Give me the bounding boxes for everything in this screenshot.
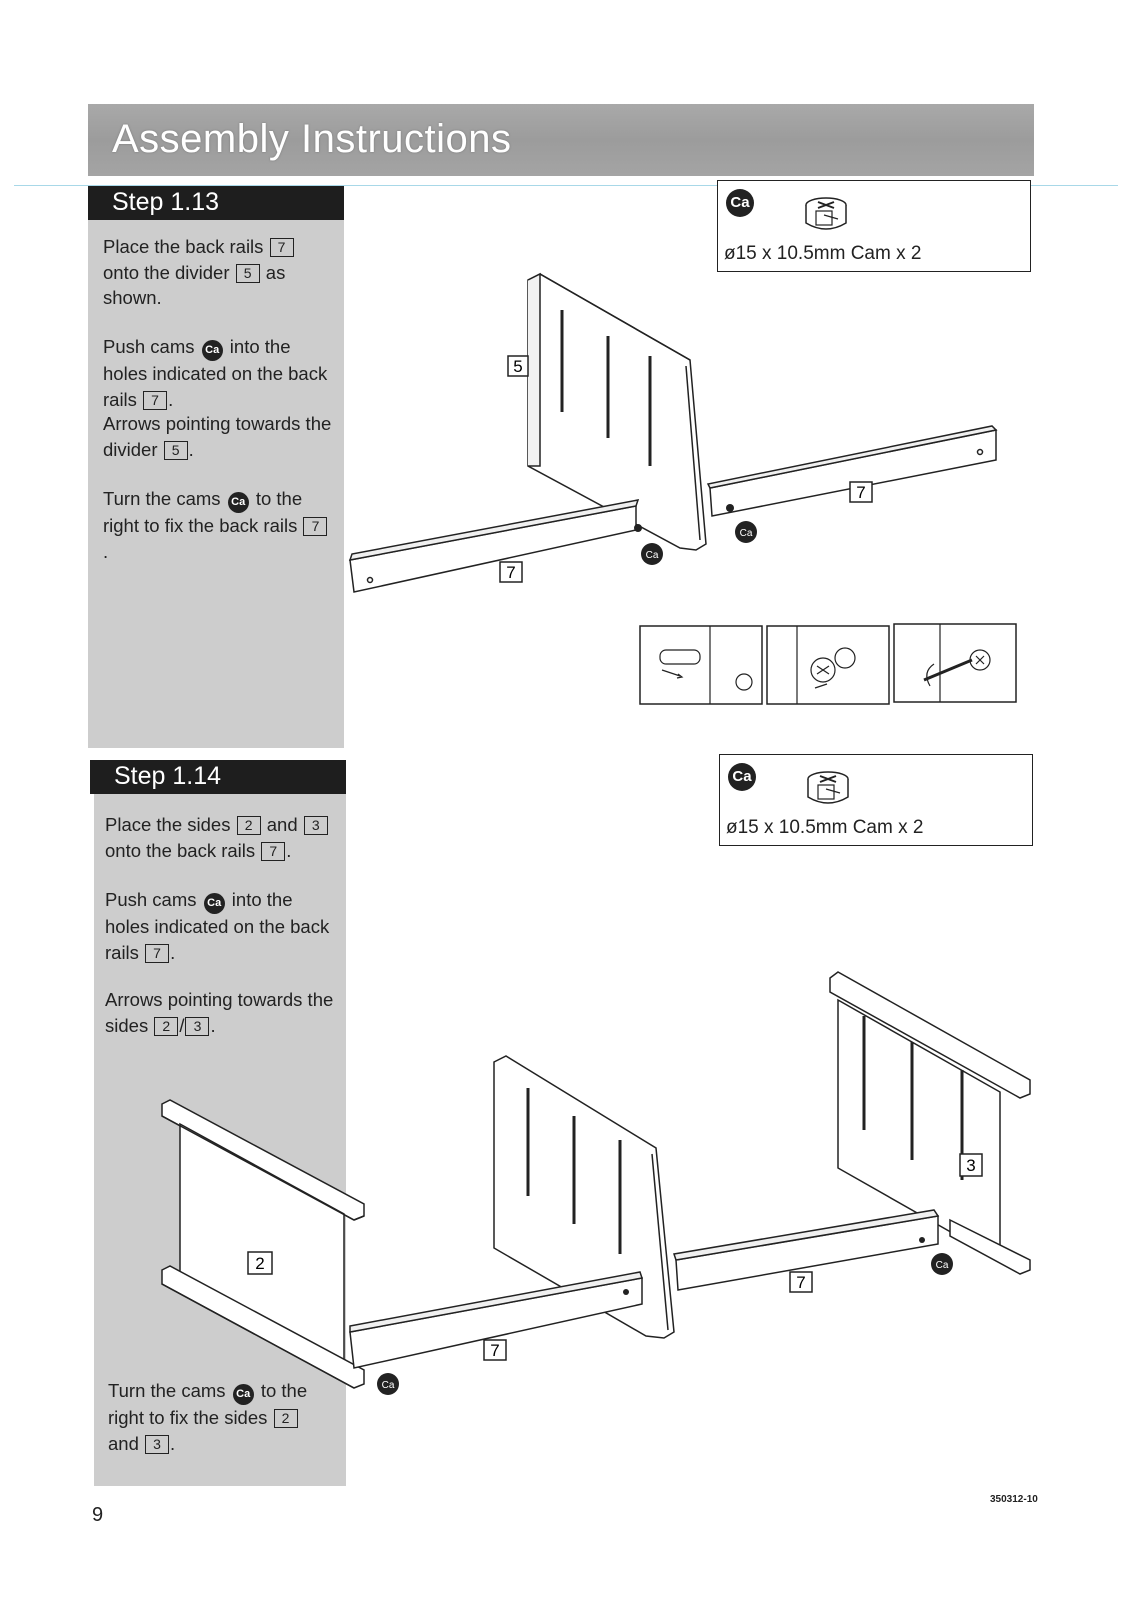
cam-fitting-icon <box>807 771 849 804</box>
cam-badge-icon: Ca <box>728 763 756 791</box>
hardware-box-step-1-13: Ca ø15 x 10.5mm Cam x 2 <box>717 180 1031 272</box>
part-label: 2 <box>273 1409 298 1428</box>
diagram-part-labels-1-13: 5 7 7 Ca Ca <box>499 355 873 583</box>
side-panel-2-diagram: 2 <box>161 1099 365 1389</box>
cam-label: Ca <box>382 1380 395 1391</box>
part-label: 7 <box>145 943 170 963</box>
part-label: 3 <box>185 1016 210 1036</box>
side-label-2: 2 <box>255 1254 264 1273</box>
step-1-14-assembly-diagram <box>349 971 1031 1369</box>
cam-fitting-icon <box>805 197 847 230</box>
part-label: 7 <box>303 517 328 536</box>
step-1-13-text-3: Arrows pointing towards the divider 5. <box>103 413 332 460</box>
cam-detail-turn-icon <box>893 623 1017 703</box>
part-label: 2 <box>154 1016 179 1036</box>
cam-badge-icon: Ca <box>232 1384 254 1405</box>
divider-panel <box>527 272 707 551</box>
cam-label: Ca <box>740 528 753 539</box>
diagram-part-labels-1-14: 3 7 7 Ca Ca <box>377 1153 983 1395</box>
cam-fittings <box>634 504 734 532</box>
step-1-13-text-2: Push cams Ca into the holes indicated on… <box>103 336 328 410</box>
part-label: 2 <box>236 816 261 835</box>
rail-label-right: 7 <box>796 1273 805 1292</box>
step-1-13-text-4: Turn the cams Ca to the right to fix the… <box>103 486 333 564</box>
part-label: 7 <box>143 390 168 410</box>
part-label: 5 <box>163 440 188 460</box>
back-rail-left <box>349 1271 643 1369</box>
step-1-14-text-2: Push cams Ca into the holes indicated on… <box>105 889 330 963</box>
step-1-13-heading: Step 1.13 <box>88 186 344 220</box>
part-label: 7 <box>261 841 286 861</box>
divider-panel <box>493 1055 675 1339</box>
hardware-label: ø15 x 10.5mm Cam x 2 <box>724 243 922 264</box>
divider-grooves <box>560 310 652 466</box>
cam-detail-push-icon <box>766 625 890 705</box>
cam-badge-icon: Ca <box>726 189 754 217</box>
step-1-14-text-1: Place the sides 2 and 3 onto the back ra… <box>105 812 343 863</box>
part-label: 5 <box>235 263 260 283</box>
cam-badge-icon: Ca <box>227 492 249 513</box>
cam-badge-icon: Ca <box>203 893 225 914</box>
document-code: 350312-10 <box>990 1494 1038 1505</box>
header-band <box>88 104 1034 176</box>
step-1-13-assembly-diagram <box>348 272 998 593</box>
cam-label: Ca <box>646 550 659 561</box>
side-label-3: 3 <box>966 1156 975 1175</box>
header-rule <box>14 185 1118 186</box>
page-title: Assembly Instructions <box>112 117 512 161</box>
part-label: 3 <box>303 816 328 835</box>
back-rail-right <box>706 425 998 517</box>
divider-label: 5 <box>513 357 522 376</box>
part-label: 3 <box>145 1434 170 1454</box>
back-rail-left <box>348 499 640 593</box>
back-rail-right <box>673 1209 940 1291</box>
cam-label: Ca <box>936 1260 949 1271</box>
cam-badge-icon: Ca <box>201 340 223 361</box>
cam-detail-insert-icon <box>639 625 763 705</box>
step-1-14-text-3: Arrows pointing towards the sides 2/3. <box>105 989 334 1036</box>
page-number: 9 <box>92 1504 104 1526</box>
step-1-14-heading: Step 1.14 <box>90 760 346 794</box>
rail-label-left: 7 <box>490 1341 499 1360</box>
step-1-14-panel <box>94 760 346 1486</box>
step-1-14-text-4: Turn the cams Ca to the right to fix the… <box>108 1380 308 1454</box>
rail-label-right: 7 <box>856 483 865 502</box>
rail-label-left: 7 <box>506 563 515 582</box>
hardware-label: ø15 x 10.5mm Cam x 2 <box>726 817 924 838</box>
step-1-13-text-1: Place the back rails 7 onto the divider … <box>103 234 333 311</box>
hardware-box-step-1-14: Ca ø15 x 10.5mm Cam x 2 <box>719 754 1033 846</box>
step-1-13-panel <box>88 186 344 748</box>
part-label: 7 <box>269 238 294 257</box>
side-panel-right <box>829 971 1031 1275</box>
